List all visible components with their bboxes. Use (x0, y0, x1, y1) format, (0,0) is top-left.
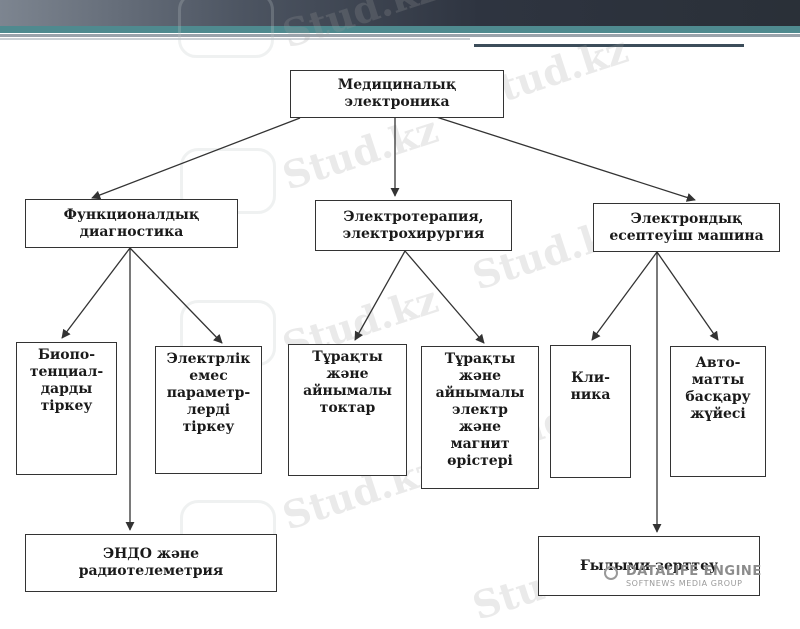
node-functional-diagnostics: Функционалдық диагностика (25, 199, 238, 248)
arrow-func-diag-to-biopotentials (61, 247, 131, 339)
header-divider (0, 34, 800, 37)
arrow-electrotherapy-to-currents (354, 250, 406, 341)
arrow-electrotherapy-to-fields (404, 250, 485, 344)
node-clinic: Кли- ника (550, 345, 631, 478)
header-divider-dark (474, 44, 744, 47)
node-endo: ЭНДО және радиотелеметрия (25, 534, 277, 592)
datalife-brand: DATALIFE ENGINE SOFTNEWS MEDIA GROUP (604, 564, 762, 588)
node-root: Медициналық электроника (290, 70, 504, 118)
node-fields: Тұрақты және айнымалы электр және магнит… (421, 346, 539, 489)
header-accent-line (0, 26, 800, 33)
arrow-func-diag-to-nonelectrical (129, 247, 223, 344)
connector-arrows (61, 114, 719, 533)
arrow-root-to-computers (429, 114, 696, 202)
node-nonelectrical: Электрлік емес параметр- лерді тіркеу (155, 346, 262, 474)
node-automated: Авто- матты басқару жүйесі (670, 346, 766, 477)
header-divider-light (0, 38, 470, 40)
arrow-computers-to-clinic (591, 251, 658, 341)
header-bar (0, 0, 800, 26)
arrow-root-to-func-diag (91, 117, 301, 200)
datalife-logo-icon (604, 566, 618, 580)
arrow-computers-to-automated (656, 251, 719, 341)
node-biopotentials: Биопо- тенциал- дарды тіркеу (16, 342, 117, 475)
node-currents: Тұрақты және айнымалы токтар (288, 344, 407, 476)
brand-name: DATALIFE ENGINE (626, 564, 762, 579)
node-computers: Электрондық есептеуіш машина (593, 203, 780, 252)
brand-tagline: SOFTNEWS MEDIA GROUP (626, 579, 743, 588)
node-research: Ғылыми зерттеу (538, 536, 760, 596)
node-electrotherapy: Электротерапия, электрохирургия (315, 200, 512, 251)
